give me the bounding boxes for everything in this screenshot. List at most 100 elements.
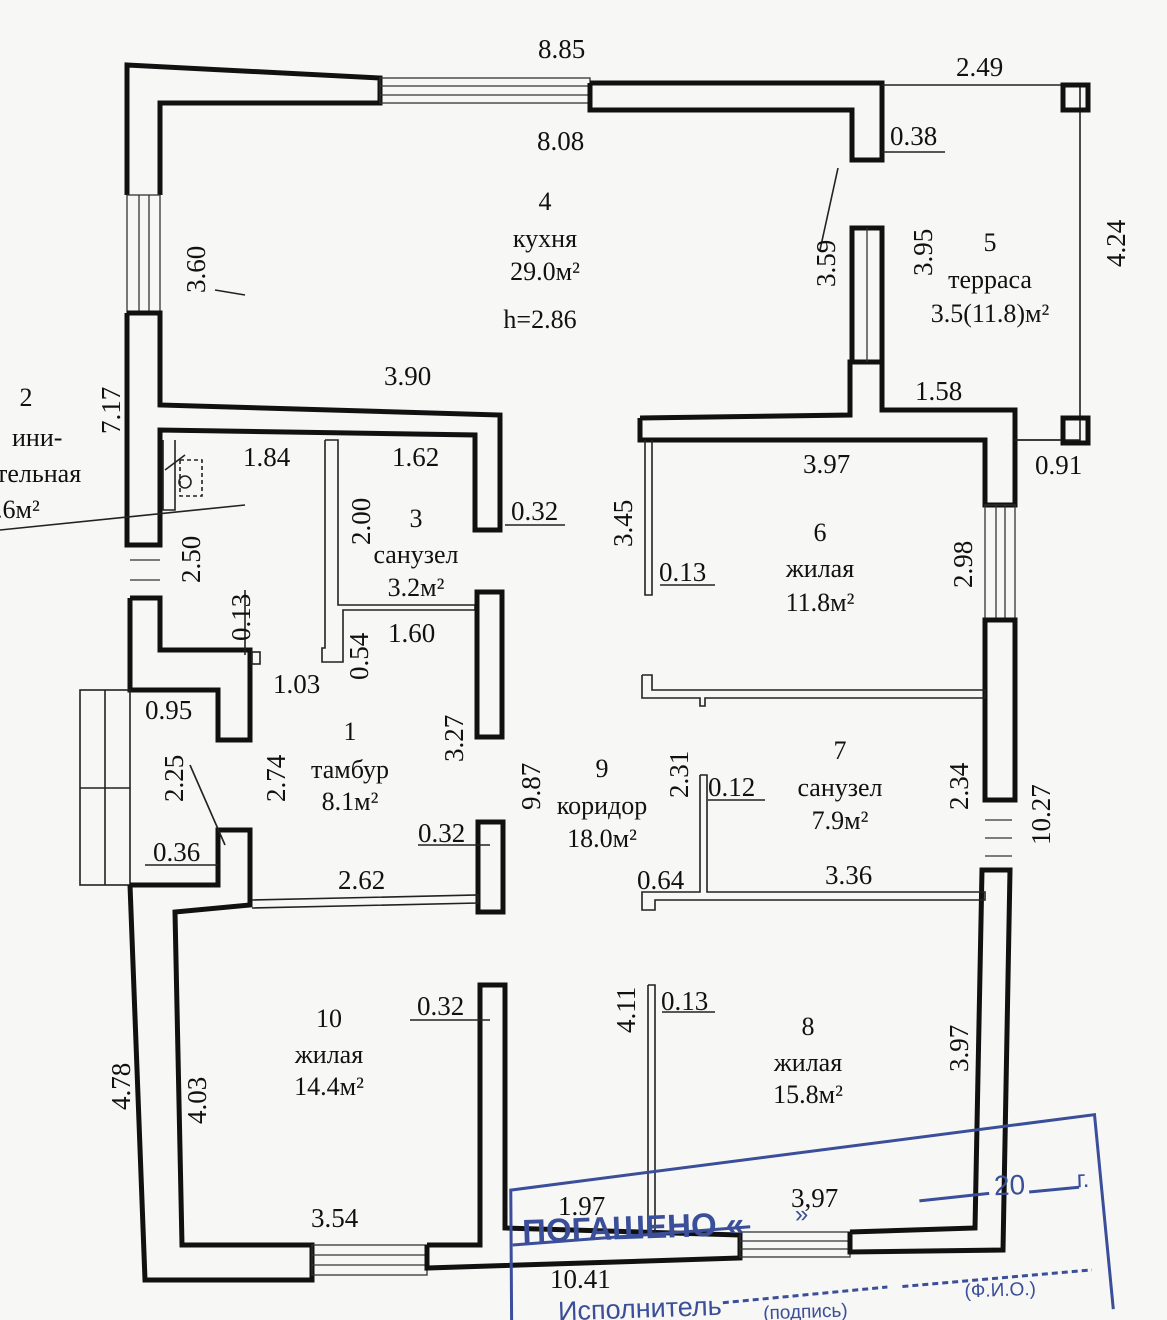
dim-360: 3.60 xyxy=(181,246,211,293)
dim-095: 0.95 xyxy=(145,695,192,725)
svg-text:15.8м²: 15.8м² xyxy=(773,1080,843,1109)
stamp-title: ПОГАШЕНО « xyxy=(522,1205,745,1250)
dim-038: 0.38 xyxy=(890,121,937,151)
stamp-year: 20 xyxy=(993,1169,1025,1201)
window-bottom-left xyxy=(311,1244,428,1276)
svg-text:кухня: кухня xyxy=(513,224,577,253)
room-1-label: 1 тамбур 8.1м² xyxy=(311,717,389,816)
partition-tambour-10 xyxy=(251,894,479,909)
room-8-label: 8 жилая 15.8м² xyxy=(773,1012,843,1109)
dim-1027: 10.27 xyxy=(1026,784,1056,845)
dim-184: 1.84 xyxy=(243,442,291,472)
wall-left-kitchen xyxy=(124,310,503,548)
partition-san3 xyxy=(321,439,476,663)
dim-032-san3: 0.32 xyxy=(511,496,558,526)
dim-103: 1.03 xyxy=(273,669,320,699)
svg-text:8.1м²: 8.1м² xyxy=(322,787,379,816)
svg-text:тамбур: тамбур xyxy=(311,755,389,784)
wall-right-room7 xyxy=(982,617,1018,803)
svg-text:жилая: жилая xyxy=(294,1040,363,1069)
dim-064: 0.64 xyxy=(637,865,685,895)
svg-text:9: 9 xyxy=(596,754,609,783)
svg-text:коридор: коридор xyxy=(557,791,647,820)
dim-345: 3.45 xyxy=(608,500,638,547)
room-4-label: 4 кухня 29.0м² h=2.86 xyxy=(503,187,580,334)
dim-987: 9.87 xyxy=(516,763,546,810)
window-bottom-right xyxy=(739,1231,851,1258)
svg-text:5: 5 xyxy=(984,228,997,257)
svg-text:2: 2 xyxy=(20,383,33,412)
window-right-room6 xyxy=(984,504,1016,621)
dim-397-bottom: 3,97 xyxy=(791,1183,838,1213)
dim-262: 2.62 xyxy=(338,865,385,895)
svg-text:7: 7 xyxy=(834,736,847,765)
wall-right-room6 xyxy=(637,359,1018,508)
dim-354: 3.54 xyxy=(311,1203,359,1233)
room-6-label: 6 жилая 11.8м² xyxy=(785,518,855,617)
wall-left-tambour xyxy=(127,595,253,743)
dim-717: 7.17 xyxy=(96,387,126,434)
dim-160: 1.60 xyxy=(388,618,435,648)
svg-text:1: 1 xyxy=(344,717,357,746)
dimension-labels: 8.85 2.49 8.08 0.38 3.60 3.59 3.95 4.24 … xyxy=(96,34,1131,1294)
dim-013-left: 0.13 xyxy=(226,594,256,641)
dim-424: 4.24 xyxy=(1101,219,1131,267)
svg-text:18.0м²: 18.0м² xyxy=(567,824,637,853)
svg-text:жилая: жилая xyxy=(785,554,854,583)
dim-top-outer: 8.85 xyxy=(538,34,585,64)
wall-bottom xyxy=(424,982,743,1271)
wall-top-right xyxy=(587,80,885,163)
room-3-label: 3 санузел 3.2м² xyxy=(373,504,458,602)
stamp-year-suffix: г. xyxy=(1076,1166,1089,1193)
svg-text:санузел: санузел xyxy=(373,540,458,569)
partition-room6 xyxy=(644,440,653,596)
cancellation-stamp: ПОГАШЕНО « » 20 г. Исполнитель (подпись)… xyxy=(509,1112,1115,1320)
room-9-label: 9 коридор 18.0м² xyxy=(557,754,647,853)
dim-162: 1.62 xyxy=(392,442,439,472)
window-left-upper xyxy=(126,194,161,314)
dim-411: 4.11 xyxy=(611,987,641,1033)
dim-200: 2.00 xyxy=(346,498,376,545)
svg-text:8: 8 xyxy=(802,1012,815,1041)
dim-234: 2.34 xyxy=(944,762,974,810)
dim-359: 3.59 xyxy=(811,240,841,287)
dim-158: 1.58 xyxy=(915,376,962,406)
wall-bottom-right xyxy=(847,867,1013,1255)
stamp-fio: (Ф.И.О.) xyxy=(964,1279,1036,1302)
window-top xyxy=(379,77,591,104)
svg-text:3: 3 xyxy=(410,504,423,533)
svg-text:29.0м²: 29.0м² xyxy=(510,257,580,286)
dim-013-room6: 0.13 xyxy=(659,557,706,587)
svg-text:10: 10 xyxy=(316,1004,342,1033)
svg-text:h=2.86: h=2.86 xyxy=(503,305,576,334)
svg-text:14.4м²: 14.4м² xyxy=(294,1072,364,1101)
dim-054: 0.54 xyxy=(344,632,374,680)
dim-231: 2.31 xyxy=(664,751,694,798)
partition-8-left xyxy=(647,984,656,1233)
terrace-post-bottom xyxy=(1060,415,1091,446)
dim-395: 3.95 xyxy=(908,229,938,276)
svg-text:3.5(11.8)м²: 3.5(11.8)м² xyxy=(931,299,1050,328)
toilet-symbol xyxy=(162,440,203,511)
room-5-label: 5 терраса 3.5(11.8)м² xyxy=(931,228,1050,328)
dim-397-room6: 3.97 xyxy=(803,449,850,479)
partition-7-8 xyxy=(641,774,986,911)
stamp-signature: (подпись) xyxy=(763,1300,848,1320)
dim-327: 3.27 xyxy=(439,715,469,762)
dim-013-room8: 0.13 xyxy=(661,986,708,1016)
svg-text:.6м²: .6м² xyxy=(0,495,40,524)
svg-text:7.9м²: 7.9м² xyxy=(812,806,869,835)
terrace-post-top xyxy=(1060,82,1091,113)
svg-text:3.2м²: 3.2м² xyxy=(388,573,445,602)
room-2-label: 2 ини- тельная .6м² xyxy=(0,383,81,524)
stamp-executor: Исполнитель xyxy=(558,1291,723,1320)
dim-390: 3.90 xyxy=(384,361,431,391)
svg-text:жилая: жилая xyxy=(773,1048,842,1077)
sink-small xyxy=(251,651,261,665)
dim-274: 2.74 xyxy=(261,754,291,802)
dim-032-room10: 0.32 xyxy=(417,991,464,1021)
dim-336: 3.36 xyxy=(825,860,872,890)
dim-012: 0.12 xyxy=(708,772,755,802)
wall-tambour-right xyxy=(474,589,505,740)
